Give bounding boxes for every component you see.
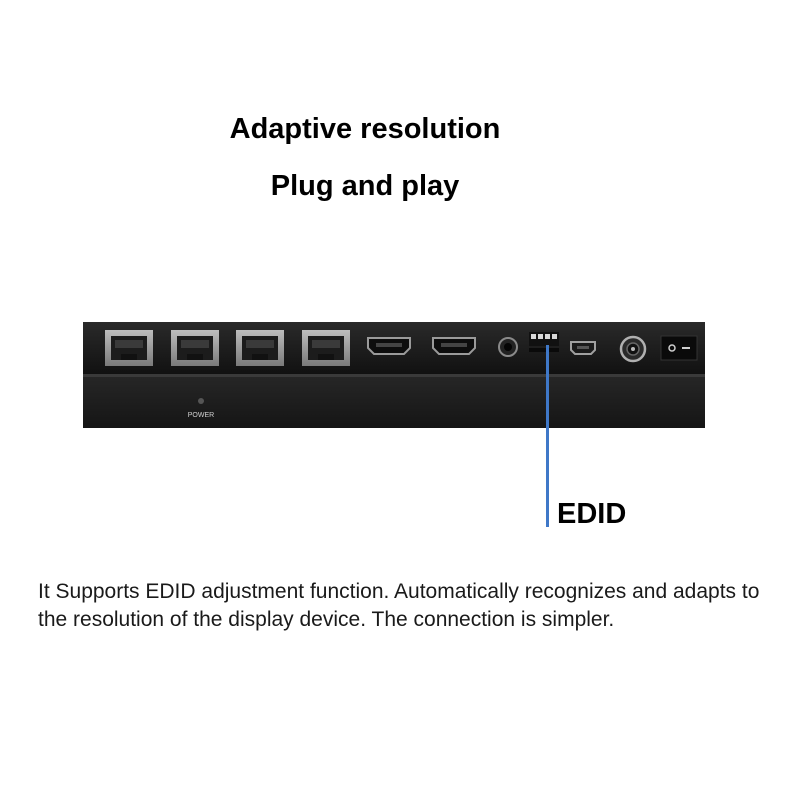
device-rear-panel: POWER xyxy=(83,322,705,428)
dc-power-jack-icon xyxy=(619,335,647,363)
rj45-port-2-icon xyxy=(171,330,219,366)
edid-callout-label: EDID xyxy=(557,498,627,530)
headline-adaptive-resolution: Adaptive resolution xyxy=(229,113,501,145)
description-text: It Supports EDID adjustment function. Au… xyxy=(38,580,760,631)
audio-jack-icon xyxy=(498,337,518,357)
mini-usb-port-icon xyxy=(570,341,596,355)
power-label: POWER xyxy=(188,412,214,419)
device-bottom-panel xyxy=(83,377,705,428)
rj45-port-4-icon xyxy=(302,330,350,366)
dip-switch-icon xyxy=(529,332,559,352)
hdmi-port-1-icon xyxy=(367,337,411,355)
rj45-port-1-icon xyxy=(105,330,153,366)
power-rocker-switch-icon xyxy=(660,335,698,361)
rj45-port-3-icon xyxy=(236,330,284,366)
edid-callout-line xyxy=(546,345,549,527)
headline-plug-and-play: Plug and play xyxy=(270,170,460,202)
power-led-icon xyxy=(198,398,204,404)
device-divider xyxy=(83,374,705,377)
hdmi-port-2-icon xyxy=(432,337,476,355)
